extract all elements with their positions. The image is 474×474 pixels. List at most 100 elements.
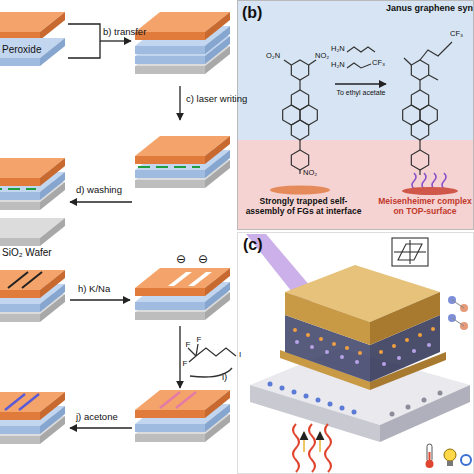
- meisenheimer-complex: [419, 80, 420, 90]
- meisenheimer-complex: [403, 42, 452, 175]
- magnet-icon: [461, 455, 471, 465]
- reaction-arrow: [335, 83, 386, 84]
- thermometer-icon: [426, 444, 434, 468]
- meisenheimer-complex: [420, 42, 452, 60]
- active-layer: [310, 345, 314, 349]
- molecule-layer: [422, 398, 427, 403]
- layer-label: Peroxide: [2, 44, 41, 56]
- nitrophenyl-pyrene: [283, 60, 318, 174]
- nitrophenyl-pyrene: [284, 60, 316, 174]
- step-label: h) K/Na: [78, 284, 110, 295]
- nitrophenyl-pyrene: [299, 80, 300, 90]
- heat-waves: [293, 424, 331, 472]
- process-arrow: [179, 326, 180, 388]
- chem-group: NO₂: [315, 52, 329, 61]
- active-layer: [345, 346, 349, 350]
- molecule-layer: [280, 386, 285, 391]
- upward-arrows: [303, 432, 305, 452]
- layer-stack: [0, 38, 65, 66]
- active-layer: [293, 328, 297, 332]
- magnet-icon: [461, 455, 471, 465]
- active-layer: [319, 337, 323, 341]
- wafer: [0, 218, 65, 246]
- molecule-layer: [328, 402, 333, 407]
- molecule-layer: [268, 382, 443, 417]
- step-label: c) laser writing: [186, 94, 247, 105]
- panel-box: (c): [237, 232, 474, 474]
- upward-arrows: [304, 432, 320, 452]
- active-layer: [340, 355, 344, 359]
- hysteresis-icon: [394, 251, 426, 252]
- reagent-molecule: [196, 344, 198, 356]
- panel-frame: [238, 233, 474, 474]
- top-electrode: [370, 292, 440, 345]
- atom-model: [452, 318, 464, 326]
- panel-box: (b)Janus graphene synTo ethyl acetateStr…: [237, 0, 474, 230]
- meisenheimer-complex: [429, 75, 438, 80]
- surface-chains: [412, 173, 416, 189]
- molecule-layer: [292, 390, 297, 395]
- layer-stack: [135, 390, 230, 418]
- hysteresis-icon: [392, 238, 428, 266]
- amine-reagent: [347, 63, 371, 68]
- charge-symbol: ⊖: [176, 253, 186, 267]
- charge-symbol: ⊖: [198, 253, 208, 267]
- active-layer: [379, 350, 383, 354]
- nitrophenyl-pyrene: [299, 170, 300, 174]
- layer-stack: [176, 392, 196, 408]
- layer-stack: [0, 392, 65, 420]
- heat-waves: [309, 424, 315, 472]
- surface-chains: [422, 173, 426, 189]
- meisenheimer-complex: [419, 140, 420, 150]
- atom-model: [452, 300, 464, 308]
- layer-stack: [0, 270, 65, 322]
- chem-group: H₂N: [331, 61, 345, 70]
- chem-group: CF₃: [450, 30, 463, 39]
- reagent-molecule: [196, 348, 236, 356]
- meisenheimer-complex: [404, 58, 411, 65]
- active-layer: [405, 338, 409, 342]
- hysteresis-icon: [398, 244, 422, 260]
- panel-letter: (c): [243, 236, 263, 254]
- molecule-layer: [304, 394, 309, 399]
- nitrophenyl-pyrene: [291, 120, 308, 140]
- atom-label: F: [183, 340, 193, 349]
- phase-background: [237, 140, 474, 230]
- surface-chains: [412, 173, 446, 189]
- active-layer: [358, 351, 362, 355]
- step-label: b) transfer: [103, 27, 146, 38]
- layer-stack: [135, 268, 230, 320]
- layer-stack: [0, 392, 65, 444]
- active-layer: [332, 342, 336, 346]
- active-layer: [397, 356, 401, 360]
- active-layer: [431, 327, 435, 331]
- substrate: [250, 385, 380, 442]
- meisenheimer-complex: [411, 60, 428, 80]
- molecule-layer: [390, 412, 395, 417]
- process-arrow: [70, 201, 132, 202]
- step-label: i): [222, 372, 227, 383]
- chem-group: NO₂: [303, 169, 317, 178]
- active-layer: [295, 340, 431, 366]
- atom-model: [448, 296, 468, 330]
- heat-waves: [325, 424, 331, 472]
- meisenheimer-complex: [419, 170, 420, 175]
- layer-stack: [19, 394, 39, 410]
- bulb-icon: [444, 449, 456, 466]
- layer-stack: [135, 12, 230, 40]
- atom-label: F: [194, 335, 204, 344]
- phase-background: [237, 0, 474, 230]
- phase-caption: Meisenheimer complex on TOP-surface: [376, 197, 474, 217]
- nitrophenyl-pyrene: [309, 60, 316, 65]
- molecule-layer: [268, 382, 273, 387]
- layer-stack: [22, 272, 42, 288]
- meisenheimer-complex: [411, 120, 428, 140]
- molecule-layer: [316, 398, 321, 403]
- hysteresis-icon: [392, 238, 428, 266]
- layer-stack: [0, 12, 65, 66]
- wafer: [0, 218, 65, 246]
- process-arrow: [179, 86, 180, 120]
- chem-group: CF₃: [372, 59, 385, 68]
- active-layer: [412, 349, 416, 353]
- layer-stack: [0, 158, 65, 210]
